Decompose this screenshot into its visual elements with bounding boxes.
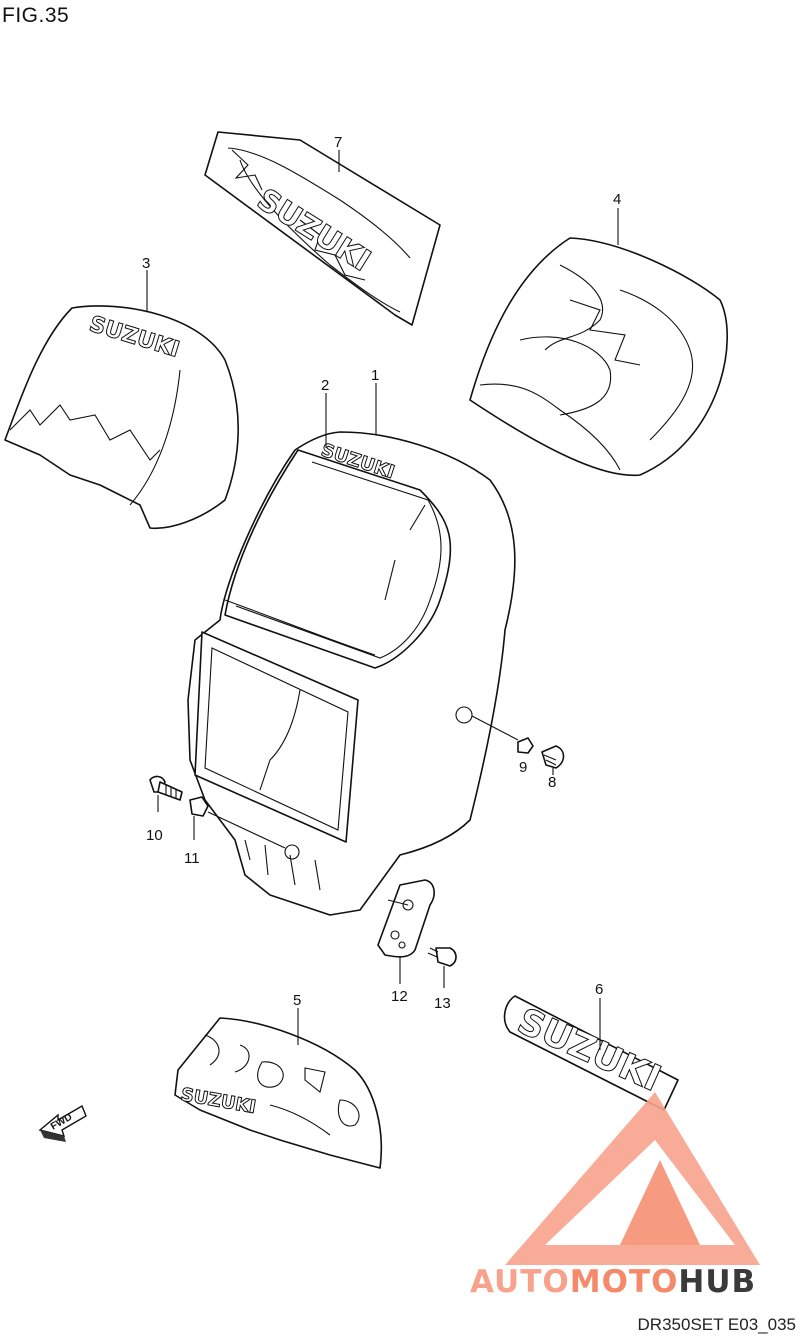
watermark-moto: MOTO xyxy=(570,1264,679,1300)
part-7-decal[interactable]: SUZUKI xyxy=(204,131,441,326)
part-5-shroud-decal[interactable]: SUZUKI xyxy=(174,1017,383,1169)
watermark-auto: AUTO xyxy=(470,1264,570,1300)
part-4-side-panel[interactable] xyxy=(469,237,728,477)
callout-11: 11 xyxy=(184,850,200,867)
part-12-bracket[interactable] xyxy=(377,879,435,958)
callout-numbers: 1 2 3 4 5 6 7 8 9 10 11 12 13 xyxy=(142,134,621,1012)
part-9-nut[interactable] xyxy=(517,737,534,754)
part-2-headlight-decal[interactable]: SUZUKI xyxy=(224,439,452,669)
part-8-screw[interactable] xyxy=(541,745,565,769)
callout-13: 13 xyxy=(434,995,451,1012)
callout-10: 10 xyxy=(146,827,163,844)
figure-label: FIG.35 xyxy=(2,4,70,27)
svg-text:AUTOMOTOHUB: AUTOMOTOHUB xyxy=(470,1264,756,1300)
callout-8: 8 xyxy=(548,774,556,791)
part-6-brand-text: SUZUKI xyxy=(511,1001,666,1100)
part-6-emblem-decal[interactable]: SUZUKI xyxy=(503,995,679,1111)
leader-lines xyxy=(146,150,619,1050)
part-13-screw[interactable] xyxy=(427,947,457,967)
watermark-hub: HUB xyxy=(678,1264,756,1300)
callout-7: 7 xyxy=(334,134,342,151)
drawing-code: DR350SET E03_035 xyxy=(637,1315,796,1334)
part-11-collar[interactable] xyxy=(189,796,209,817)
callout-4: 4 xyxy=(613,191,621,208)
callout-1: 1 xyxy=(371,367,379,384)
part-10-bolt[interactable] xyxy=(149,775,183,801)
callout-3: 3 xyxy=(142,255,150,272)
callout-12: 12 xyxy=(391,988,408,1005)
callout-6: 6 xyxy=(595,981,603,998)
callout-5: 5 xyxy=(293,992,301,1009)
callout-2: 2 xyxy=(321,377,329,394)
automotohub-watermark-logo: AUTOMOTOHUB xyxy=(470,1092,760,1300)
part-3-number-plate-decal[interactable]: SUZUKI xyxy=(4,305,239,530)
fwd-arrow-icon: FWD xyxy=(38,1104,87,1142)
callout-9: 9 xyxy=(519,759,527,776)
